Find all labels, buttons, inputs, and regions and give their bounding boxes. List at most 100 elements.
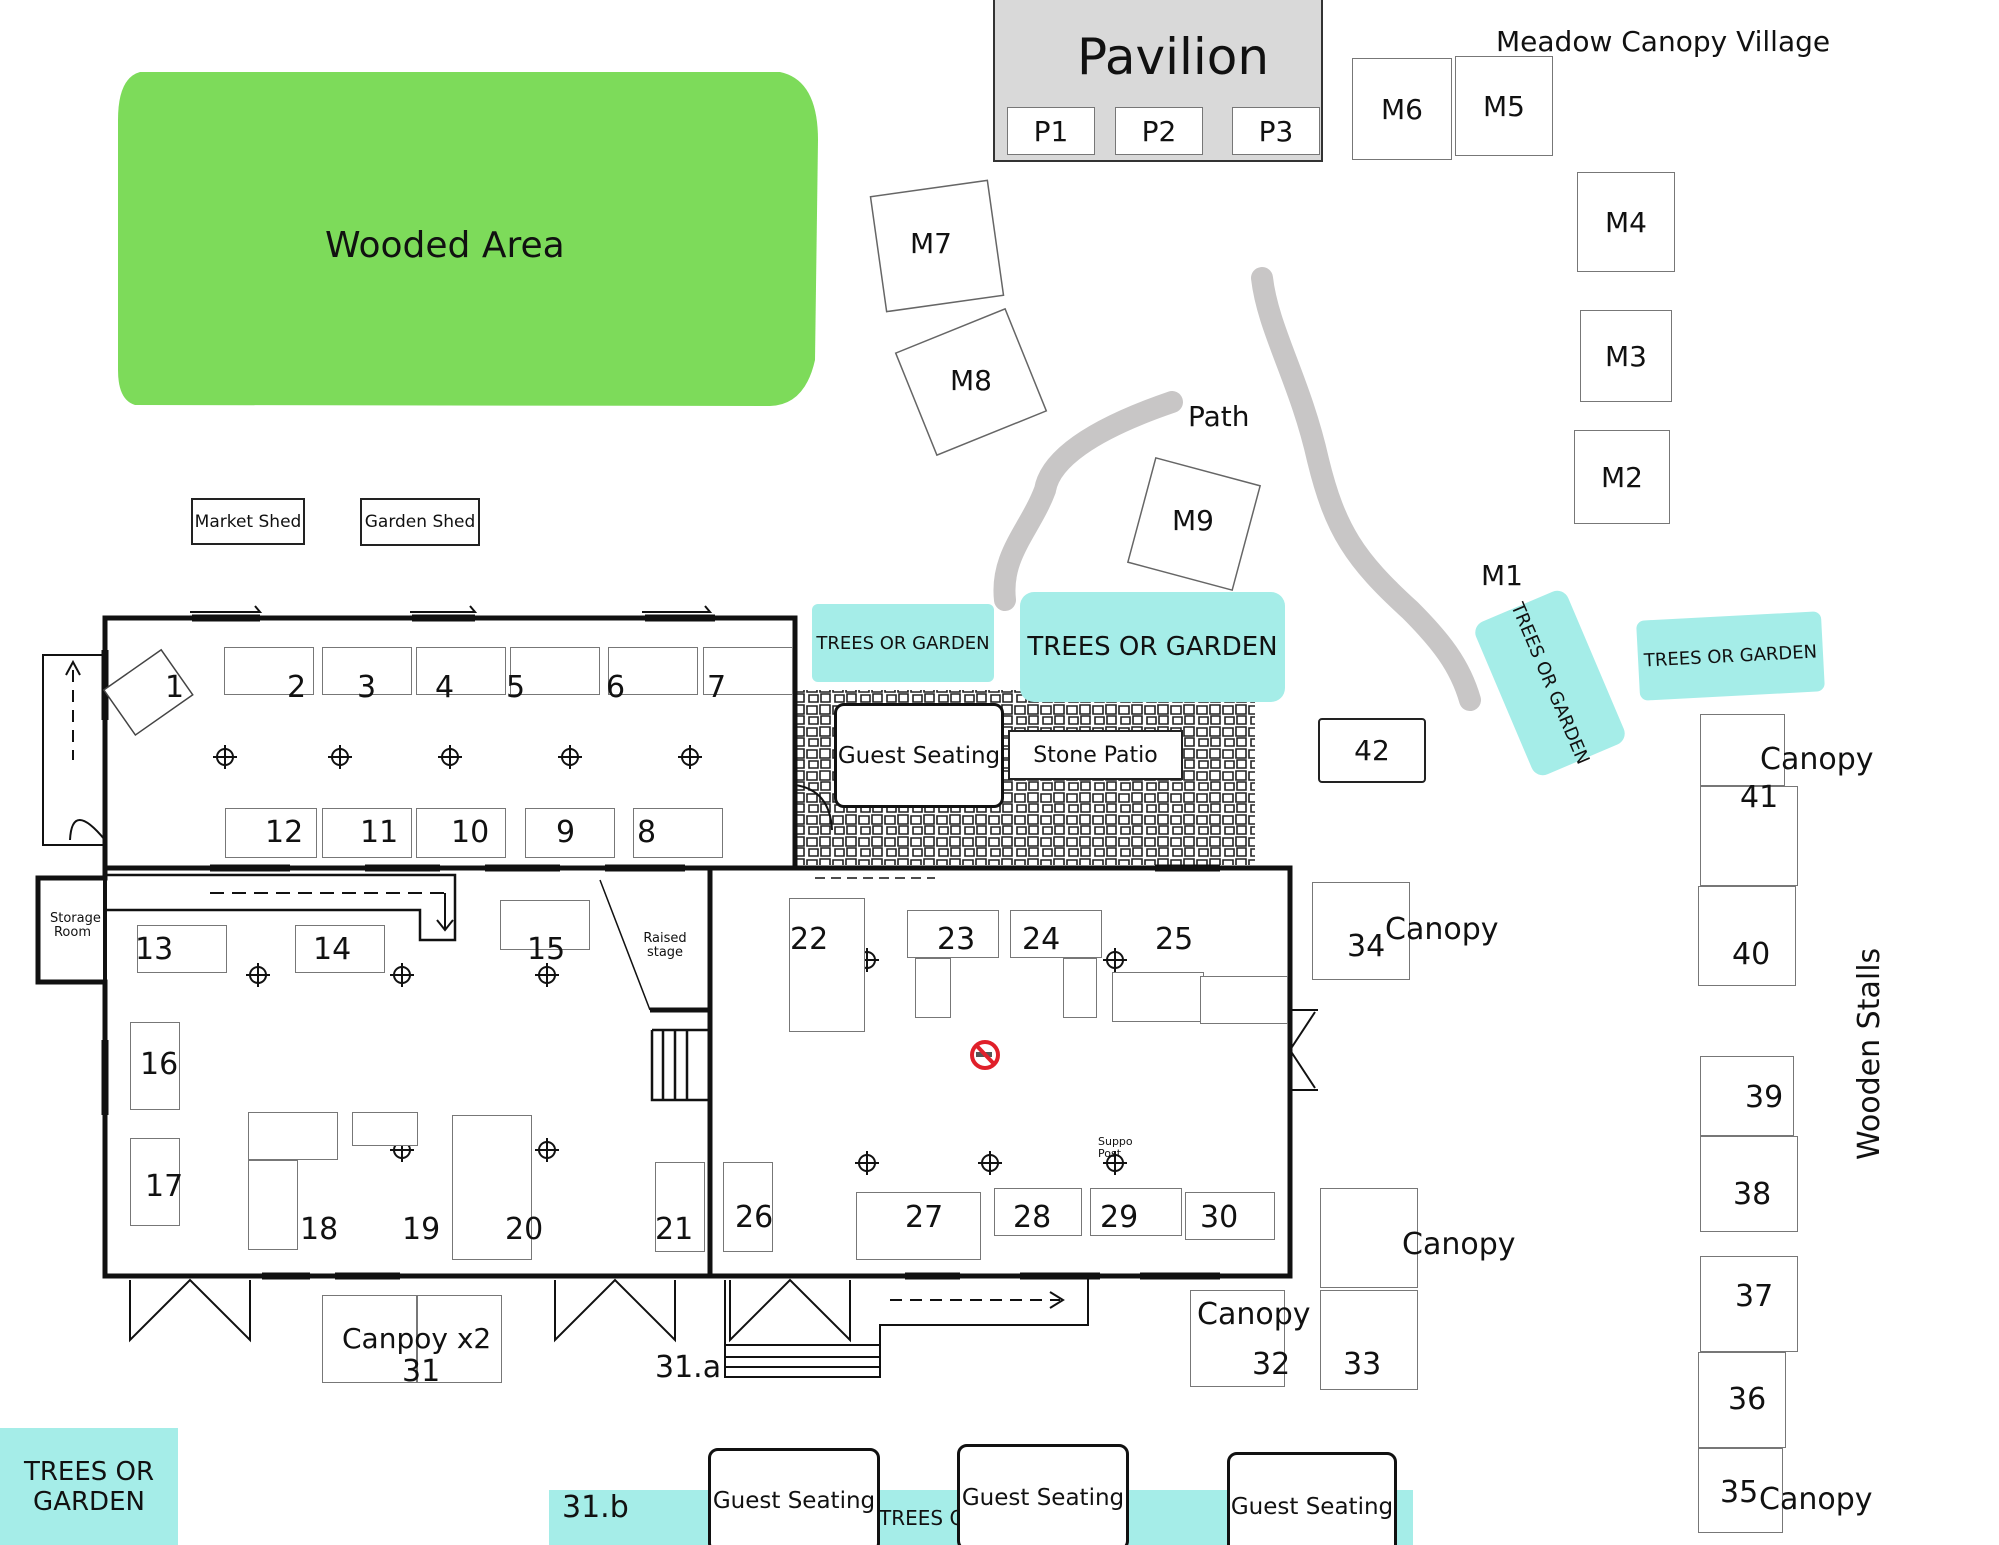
stall-42[interactable]: 42 — [1318, 718, 1426, 783]
canopy-box-33b — [1320, 1290, 1418, 1390]
stall-6[interactable]: 6 — [606, 670, 626, 705]
canopy-35-label: Canopy — [1759, 1482, 1873, 1517]
trees-garden-4: TREES OR GARDEN — [1636, 611, 1825, 701]
stall-7[interactable]: 7 — [707, 670, 727, 705]
stall-40[interactable]: 40 — [1732, 937, 1771, 972]
stall-9[interactable]: 9 — [556, 815, 576, 850]
stall-13[interactable]: 13 — [135, 932, 174, 967]
stall-box-40 — [1698, 886, 1796, 986]
wooden-stalls-label: Wooden Stalls — [1852, 947, 1887, 1160]
stall-box-26 — [723, 1162, 773, 1252]
stall-27[interactable]: 27 — [905, 1200, 944, 1235]
stall-box-36 — [1698, 1352, 1786, 1448]
stall-32[interactable]: 32 — [1252, 1347, 1291, 1382]
stall-29[interactable]: 29 — [1100, 1200, 1139, 1235]
stall-24[interactable]: 24 — [1022, 922, 1061, 957]
stall-37[interactable]: 37 — [1735, 1279, 1774, 1314]
stall-box-9 — [525, 808, 615, 858]
stall-3[interactable]: 3 — [357, 670, 377, 705]
stall-box-5 — [510, 647, 600, 695]
stall-10[interactable]: 10 — [451, 815, 490, 850]
stall-19[interactable]: 19 — [402, 1212, 441, 1247]
stall-M9[interactable]: M9 — [1172, 504, 1214, 537]
stall-1[interactable]: 1 — [165, 670, 185, 705]
stall-8[interactable]: 8 — [637, 815, 657, 850]
storage-room — [36, 876, 107, 984]
stall-20[interactable]: 20 — [505, 1212, 544, 1247]
stall-39[interactable]: 39 — [1745, 1080, 1784, 1115]
stall-box-41a — [1700, 714, 1785, 786]
stall-box-23b — [915, 958, 951, 1018]
stall-box-11 — [322, 808, 412, 858]
stall-M8[interactable]: M8 — [950, 364, 992, 397]
stall-box-21 — [655, 1162, 705, 1252]
guest-seating-1: Guest Seating — [708, 1448, 880, 1545]
path-curve — [993, 391, 1183, 611]
stone-patio-label: Stone Patio — [1008, 730, 1183, 780]
stall-P1[interactable]: P1 — [1007, 107, 1095, 155]
stall-M5[interactable]: M5 — [1455, 56, 1553, 156]
stall-box-18a — [248, 1112, 338, 1160]
stall-15[interactable]: 15 — [527, 932, 566, 967]
stall-box-15 — [500, 900, 590, 950]
canopy-box-31b — [417, 1295, 502, 1383]
pavilion: Pavilion P1 P2 P3 — [993, 0, 1323, 162]
canopy-32-label: Canopy — [1197, 1297, 1311, 1332]
meadow-label: Meadow Canopy Village — [1496, 25, 1831, 58]
stall-4[interactable]: 4 — [435, 670, 455, 705]
stall-38[interactable]: 38 — [1733, 1177, 1772, 1212]
stall-M2[interactable]: M2 — [1574, 430, 1670, 524]
stall-31[interactable]: 31 — [402, 1354, 441, 1389]
garden-shed: Garden Shed — [360, 498, 480, 546]
wooded-area-label: Wooded Area — [325, 225, 565, 266]
stall-16[interactable]: 16 — [140, 1047, 179, 1082]
stall-box-14 — [295, 925, 385, 973]
stall-box-10 — [416, 808, 506, 858]
stall-26[interactable]: 26 — [735, 1200, 774, 1235]
path-long — [1251, 267, 1481, 711]
stall-22[interactable]: 22 — [790, 922, 829, 957]
stall-P2[interactable]: P2 — [1115, 107, 1203, 155]
stall-M7[interactable]: M7 — [910, 227, 952, 260]
stall-5[interactable]: 5 — [506, 670, 526, 705]
stall-25[interactable]: 25 — [1155, 922, 1194, 957]
stall-box-6 — [608, 647, 698, 695]
stall-30[interactable]: 30 — [1200, 1200, 1239, 1235]
canopy-box-32 — [1190, 1290, 1285, 1387]
stall-11[interactable]: 11 — [360, 815, 399, 850]
stall-box-3 — [322, 647, 412, 695]
stall-M3[interactable]: M3 — [1580, 310, 1672, 402]
stall-box-17 — [130, 1138, 180, 1226]
stall-34[interactable]: 34 — [1347, 929, 1386, 964]
stall-M1[interactable]: M1 — [1481, 559, 1523, 592]
stall-17[interactable]: 17 — [145, 1169, 184, 1204]
stall-2[interactable]: 2 — [287, 670, 307, 705]
stall-21[interactable]: 21 — [655, 1212, 694, 1247]
stall-M6[interactable]: M6 — [1352, 58, 1452, 160]
stall-box-30 — [1185, 1192, 1275, 1240]
stall-box-29 — [1090, 1188, 1182, 1236]
support-post-label: Suppo Post — [1098, 1135, 1133, 1161]
stall-P3[interactable]: P3 — [1232, 107, 1320, 155]
stall-23[interactable]: 23 — [937, 922, 976, 957]
stall-31b[interactable]: 31.b — [562, 1490, 629, 1525]
stall-box-24b — [1063, 958, 1097, 1018]
stall-33[interactable]: 33 — [1343, 1347, 1382, 1382]
stall-31a[interactable]: 31.a — [655, 1350, 722, 1385]
stall-36[interactable]: 36 — [1728, 1382, 1767, 1417]
stall-41[interactable]: 41 — [1740, 780, 1779, 815]
storage-room-label: Storage Room — [50, 911, 101, 940]
stall-35[interactable]: 35 — [1720, 1475, 1759, 1510]
stall-box-4 — [416, 647, 506, 695]
stall-M4[interactable]: M4 — [1577, 172, 1675, 272]
stall-box-12 — [225, 808, 317, 858]
stall-28[interactable]: 28 — [1013, 1200, 1052, 1235]
stall-box-22 — [789, 898, 865, 1032]
stall-12[interactable]: 12 — [265, 815, 304, 850]
stall-box-23 — [907, 910, 999, 958]
stall-14[interactable]: 14 — [313, 932, 352, 967]
stall-box-27 — [856, 1192, 981, 1260]
stall-box-37 — [1700, 1256, 1798, 1352]
wooded-area-shape — [118, 72, 818, 406]
stall-18[interactable]: 18 — [300, 1212, 339, 1247]
